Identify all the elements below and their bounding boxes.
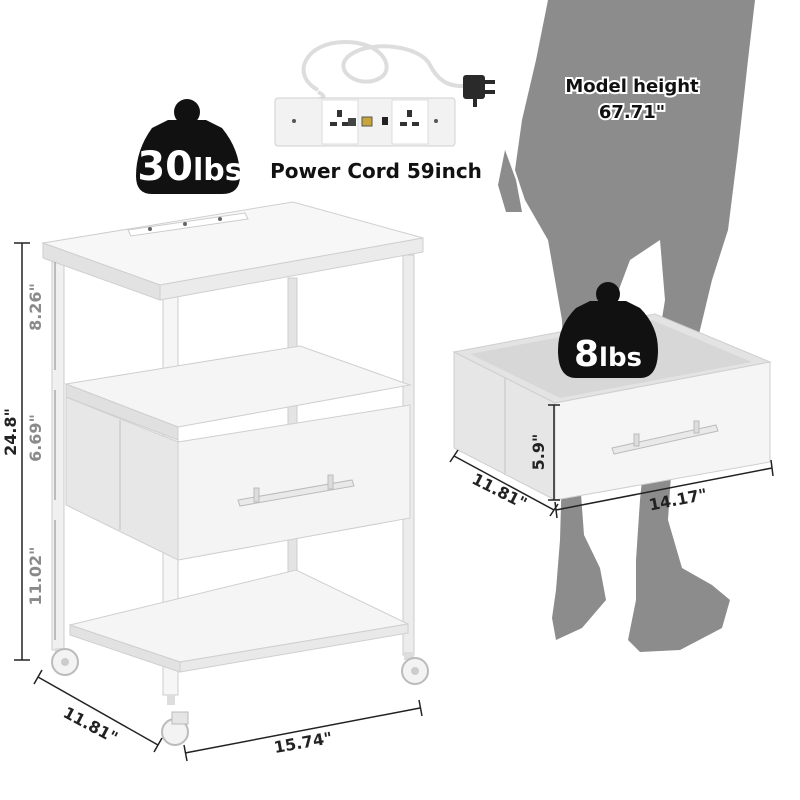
nightstand xyxy=(41,201,429,746)
power-strip: Power Cord 59inch xyxy=(270,39,495,183)
socket-icon xyxy=(330,110,349,126)
drawer-weight-value: 8 xyxy=(574,334,599,375)
model-height-label: Model height 67.71" xyxy=(563,74,701,125)
weight-unit: lbs xyxy=(193,153,243,188)
socket-icon xyxy=(400,110,419,126)
caster-wheel-icon xyxy=(161,695,189,746)
power-cord-label: Power Cord 59inch xyxy=(270,159,482,183)
svg-text:8lbs: 8lbs xyxy=(574,334,642,375)
weight-value: 30 xyxy=(137,144,193,190)
usb-port-icon xyxy=(348,116,373,127)
total-height-label: 24.8" xyxy=(1,408,20,456)
width-label: 15.74" xyxy=(272,728,333,757)
power-plug-icon xyxy=(463,75,495,107)
caster-wheel-icon xyxy=(401,652,429,685)
drawer-dimensions xyxy=(449,404,774,519)
nightstand-dimensions xyxy=(14,242,423,762)
bottom-section-height-label: 11.02" xyxy=(26,547,45,606)
top-section-height-label: 8.26" xyxy=(26,283,45,331)
model-height-value: 67.71" xyxy=(599,102,665,123)
model-height-title: Model height xyxy=(565,76,699,97)
drawer-section-height-label: 6.69" xyxy=(26,414,45,462)
weight-badge-30lbs: 30lbs xyxy=(136,99,243,194)
weight-badge-8lbs: 8lbs xyxy=(558,282,658,378)
drawer-height-label: 5.9" xyxy=(529,434,548,471)
svg-text:30lbs: 30lbs xyxy=(137,144,242,190)
depth-label: 11.81" xyxy=(60,703,121,747)
caster-wheel-icon xyxy=(51,648,79,676)
drawer-weight-unit: lbs xyxy=(599,343,642,373)
drawer-detail xyxy=(452,313,772,501)
